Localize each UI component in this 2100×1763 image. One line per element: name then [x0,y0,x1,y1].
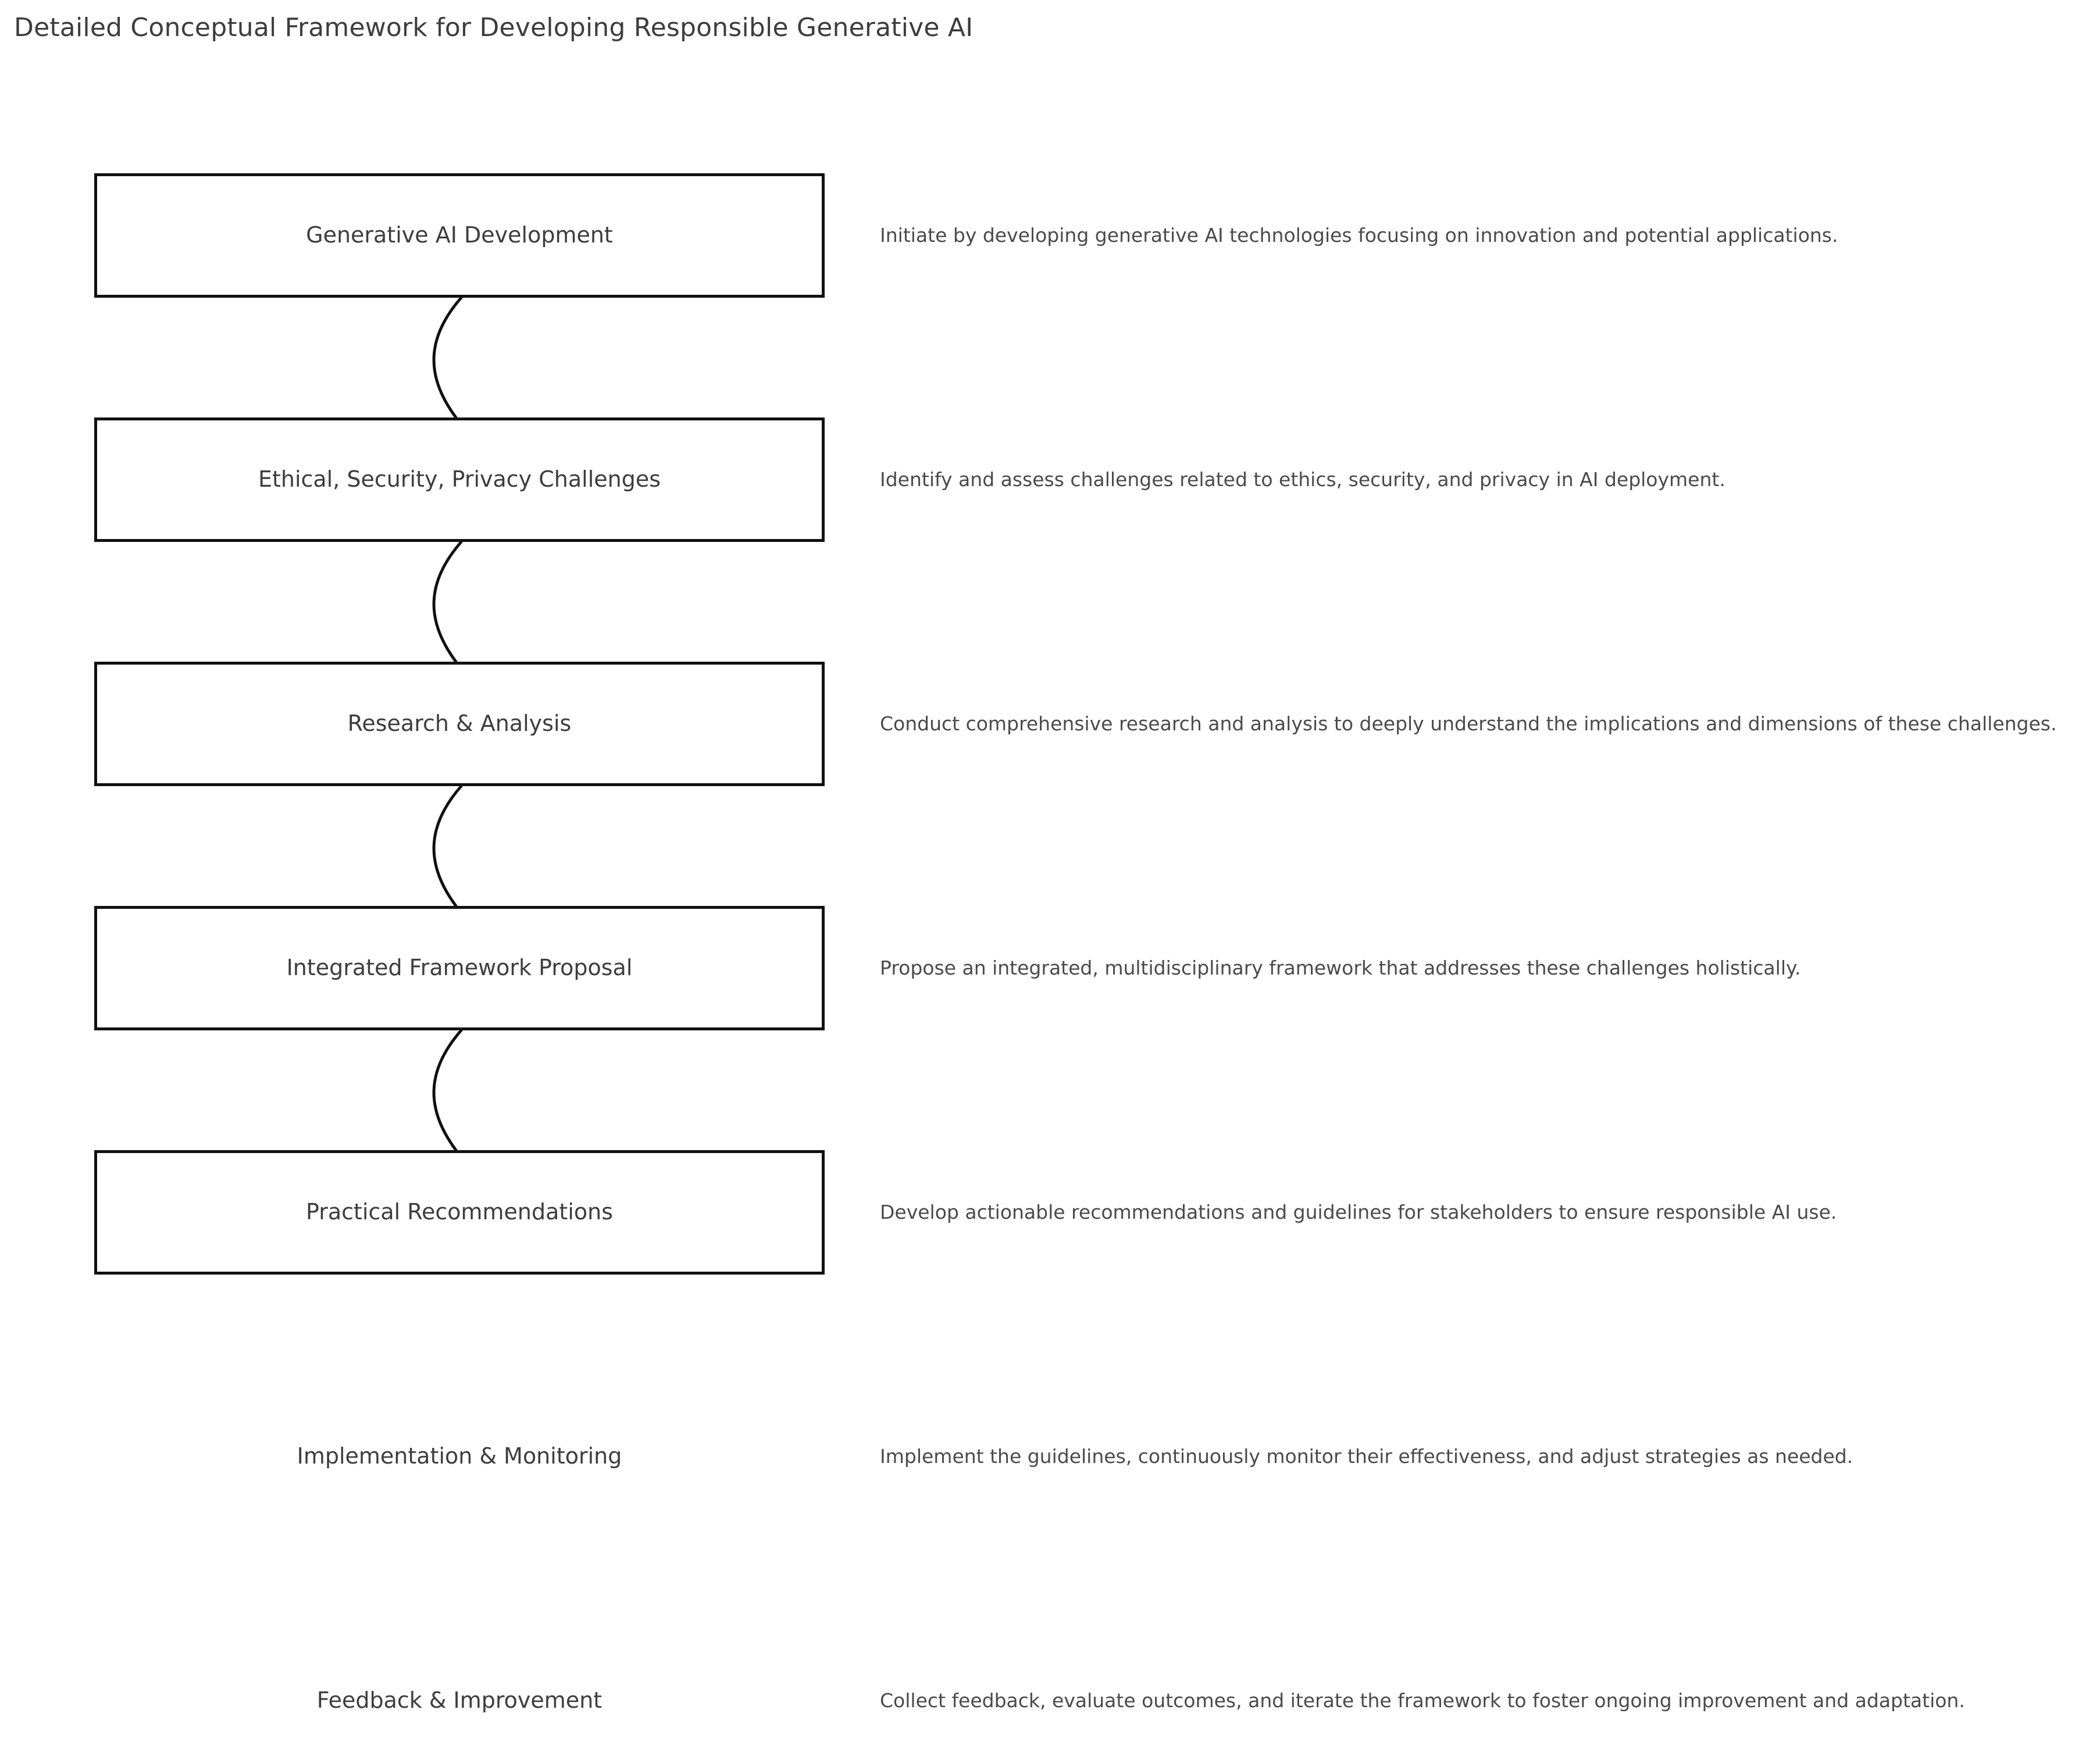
step-box[interactable]: Practical Recommendations [94,1150,825,1275]
flow-step-5: Practical Recommendations Develop actiona… [0,1150,2100,1275]
flow-connector-4 [432,1029,463,1152]
flow-step-2: Ethical, Security, Privacy Challenges Ide… [0,417,2100,542]
step-description: Propose an integrated, multidisciplinary… [880,957,1801,979]
step-description: Collect feedback, evaluate outcomes, and… [880,1689,1965,1712]
step-label-plain[interactable]: Feedback & Improvement [94,1639,825,1763]
step-label: Practical Recommendations [305,1199,614,1225]
flow-connector-2 [432,540,463,663]
flowchart-canvas: Generative AI Development Initiate by dev… [0,173,2100,1713]
flow-step-6: Implementation & Monitoring Implement the… [0,1394,2100,1519]
step-label: Research & Analysis [347,711,572,737]
step-label: Ethical, Security, Privacy Challenges [258,466,661,493]
step-description: Conduct comprehensive research and analy… [880,712,2057,735]
step-description: Identify and assess challenges related t… [880,468,1725,491]
step-label: Feedback & Improvement [316,1687,602,1714]
step-description: Implement the guidelines, continuously m… [880,1445,1853,1468]
step-label-plain[interactable]: Implementation & Monitoring [94,1394,825,1519]
step-label: Generative AI Development [306,222,613,248]
step-label: Implementation & Monitoring [297,1443,622,1469]
flow-step-4: Integrated Framework Proposal Propose an … [0,906,2100,1030]
step-box[interactable]: Generative AI Development [94,173,825,298]
flow-step-7: Feedback & Improvement Collect feedback, … [0,1639,2100,1763]
step-description: Develop actionable recommendations and g… [880,1201,1837,1223]
step-box[interactable]: Research & Analysis [94,662,825,786]
step-box[interactable]: Integrated Framework Proposal [94,906,825,1030]
flow-connector-1 [432,296,463,419]
step-box[interactable]: Ethical, Security, Privacy Challenges [94,417,825,542]
flow-step-1: Generative AI Development Initiate by dev… [0,173,2100,298]
step-description: Initiate by developing generative AI tec… [880,224,1838,247]
flow-step-3: Research & Analysis Conduct comprehensive… [0,662,2100,786]
flow-connector-3 [432,784,463,908]
step-label: Integrated Framework Proposal [286,955,633,981]
page-title: Detailed Conceptual Framework for Develo… [14,13,974,42]
